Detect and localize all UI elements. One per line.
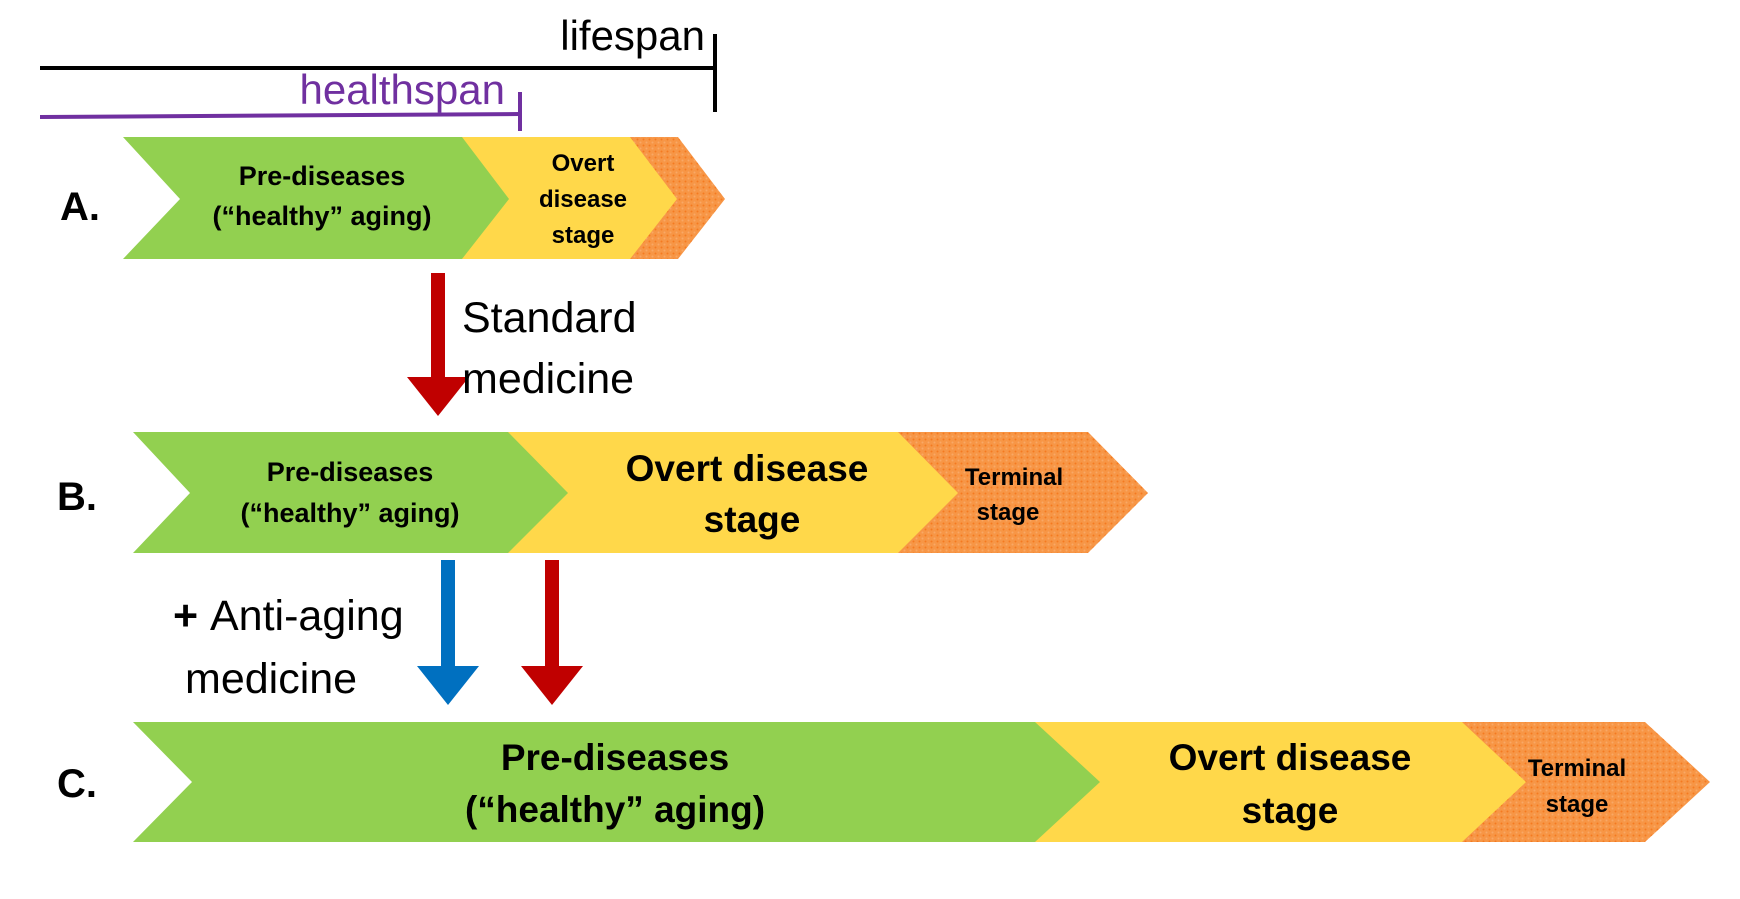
healthspan-line: [39, 92, 522, 131]
lifespan-line: [40, 34, 717, 112]
row-b-letter: B.: [57, 475, 97, 519]
row-c-terminal-segment: [1450, 722, 1710, 842]
row-c-overt-label-line2: stage: [1242, 790, 1339, 831]
row-a-pre-segment: [123, 137, 509, 259]
row-b-terminal-segment: [898, 432, 1148, 553]
row-b-terminal-label-line1: Terminal: [965, 464, 1063, 491]
row-c-pre-segment: [133, 722, 1100, 842]
lifespan-label: lifespan: [560, 12, 705, 59]
row-b-overt-label-line1: Overt disease: [626, 448, 869, 489]
row-b-terminal-label-line2: stage: [977, 499, 1040, 526]
standard-medicine-label-line2: medicine: [462, 355, 634, 403]
row-b-pre-segment: [133, 432, 568, 553]
row-a-timeline: [123, 137, 725, 259]
row-a-overt-segment: [450, 137, 677, 259]
row-b-timeline: [133, 432, 1148, 553]
row-c-terminal-label-line2: stage: [1546, 791, 1609, 818]
row-c-timeline: [133, 722, 1710, 842]
row-c-letter: C.: [57, 762, 97, 806]
standard-medicine-label-line1: Standard: [462, 294, 637, 342]
row-a-pre-label-line1: Pre-diseases: [239, 161, 406, 191]
row-c-pre-label-line1: Pre-diseases: [501, 737, 729, 778]
row-b-pre-label-line2: (“healthy” aging): [240, 498, 459, 528]
row-a-pre-label-line2: (“healthy” aging): [212, 201, 431, 231]
row-a-overt-label-line2: disease: [539, 186, 627, 213]
standard-medicine-arrow: [407, 273, 469, 416]
row-a-overt-label-line3: stage: [552, 222, 615, 249]
anti-aging-plus-sign: +: [173, 592, 198, 640]
row-c-overt-segment: [935, 722, 1526, 842]
row-a-overt-label-line1: Overt: [552, 150, 615, 177]
anti-aging-medicine-label-line1: Anti-aging: [210, 592, 404, 640]
row-a-letter: A.: [60, 185, 100, 229]
row-c-terminal-label-line1: Terminal: [1528, 755, 1626, 782]
row-c-overt-label-line1: Overt disease: [1169, 737, 1412, 778]
row-b-overt-label-line2: stage: [704, 499, 801, 540]
standard-medicine-arrow-second: [521, 560, 583, 705]
row-b-pre-label-line1: Pre-diseases: [267, 457, 434, 487]
row-b-overt-segment: [505, 432, 958, 553]
anti-aging-medicine-label-line2: medicine: [185, 655, 357, 703]
anti-aging-medicine-arrow: [417, 560, 479, 705]
row-c-pre-label-line2: (“healthy” aging): [465, 789, 765, 830]
healthspan-label: healthspan: [299, 66, 505, 113]
